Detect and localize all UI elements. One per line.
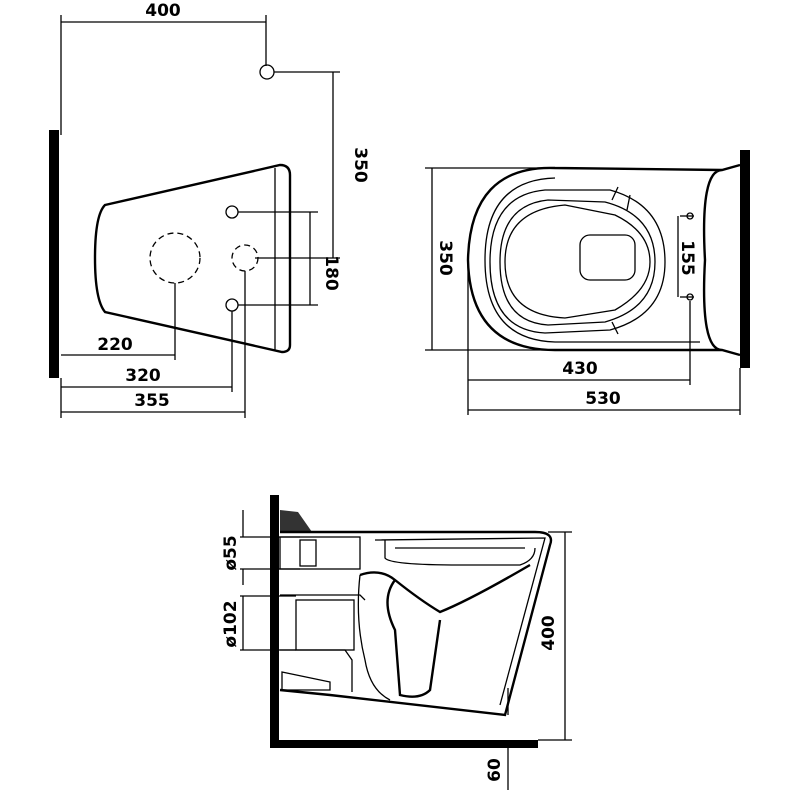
dim-400-side: 400	[539, 615, 559, 651]
dim-155: 155	[677, 240, 697, 276]
dim-400-top: 400	[145, 1, 181, 21]
plan-view: 350 155 430 530	[425, 150, 750, 415]
dim-530: 530	[585, 389, 621, 409]
dim-180: 180	[321, 255, 341, 291]
dim-355: 355	[134, 391, 170, 411]
inlet-pipe	[279, 536, 361, 570]
dim-dia-55: ø55	[221, 535, 241, 570]
dim-350-plan: 350	[435, 240, 455, 276]
side-floor	[270, 740, 538, 748]
wall-left	[49, 130, 59, 378]
dim-220: 220	[97, 335, 133, 355]
plan-bowl-outline	[466, 163, 741, 357]
plan-outlet	[579, 234, 636, 281]
dim-430: 430	[562, 359, 598, 379]
dim-dia-102: ø102	[221, 600, 241, 647]
inlet-circle	[231, 244, 259, 272]
outlet-circle	[149, 232, 201, 284]
side-bowl-outline	[279, 530, 553, 717]
dim-60: 60	[485, 758, 505, 782]
outlet-pipe	[280, 594, 366, 692]
dim-350-left: 350	[350, 147, 370, 183]
side-wall	[270, 495, 279, 747]
water-supply-point	[259, 64, 275, 80]
wall-right	[740, 150, 750, 368]
dim-320: 320	[125, 366, 161, 386]
plan-bowl-opening	[504, 204, 651, 319]
fix-hole-top	[225, 205, 239, 219]
side-view: ø55 ø102 400 60	[221, 495, 572, 790]
rear-body-outline	[93, 163, 292, 354]
rear-view: 400 350 180 220 320 355	[49, 1, 370, 418]
side-rim	[384, 540, 536, 566]
fix-hole-bottom	[225, 298, 239, 312]
plan-seat-ring	[489, 189, 666, 334]
wall-hatch	[280, 510, 312, 532]
side-trap	[359, 563, 531, 698]
